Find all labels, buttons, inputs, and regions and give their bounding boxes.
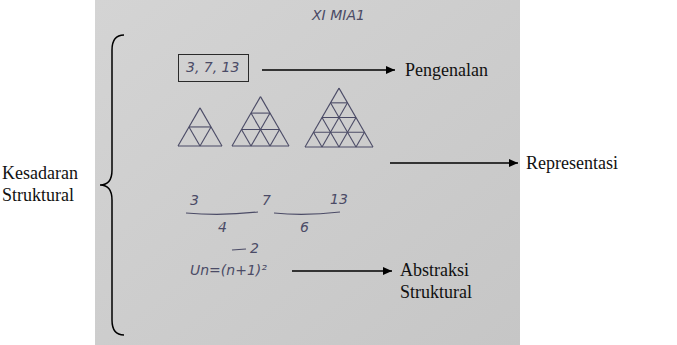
triangle-line xyxy=(261,97,290,146)
group-label: Kesadaran Struktural xyxy=(2,162,96,206)
leader-arrow xyxy=(390,162,518,164)
stage-label: Representasi xyxy=(526,152,618,174)
triangle-line xyxy=(314,132,365,133)
difference-number: 2 xyxy=(250,240,259,257)
curly-brace xyxy=(100,35,124,335)
triangle-line xyxy=(305,88,339,147)
triangle-line xyxy=(232,145,289,146)
triangle-line xyxy=(314,132,323,147)
difference-number: 6 xyxy=(300,219,309,236)
sequence-number: 7 xyxy=(262,192,271,209)
stage-label: Abstraksi Struktural xyxy=(400,259,525,303)
triangle-line xyxy=(322,118,339,147)
sequence-number: 13 xyxy=(330,191,348,208)
sequence-text: 3, 7, 13 xyxy=(186,59,239,76)
triangle-line xyxy=(189,127,200,146)
difference-line xyxy=(186,212,258,214)
triangle-line xyxy=(178,108,200,146)
triangle-line xyxy=(242,130,252,146)
triangle-patterns xyxy=(178,88,373,147)
formula: Un=(n+1)² xyxy=(190,262,267,279)
triangle-line xyxy=(189,126,211,127)
difference-lines xyxy=(186,212,340,250)
difference-line xyxy=(274,212,340,214)
stage-label: Pengenalan xyxy=(405,59,488,81)
number-box: 3, 7, 13 xyxy=(178,54,249,82)
triangle-line xyxy=(331,103,357,147)
sequence-number: 3 xyxy=(190,192,199,209)
triangle-line xyxy=(200,127,211,146)
triangle-line xyxy=(251,113,270,146)
triangle-line xyxy=(200,108,222,146)
triangle-line xyxy=(331,102,348,103)
leader-arrow xyxy=(262,69,395,71)
difference-number: 4 xyxy=(218,219,227,236)
triangle-line xyxy=(270,130,280,146)
triangle-line xyxy=(251,113,270,114)
triangle-line xyxy=(356,132,365,147)
class-heading: XI MIA1 xyxy=(312,7,365,24)
leader-arrow xyxy=(292,270,392,272)
triangle-line xyxy=(339,88,373,147)
difference-line xyxy=(232,249,246,250)
triangle-line xyxy=(251,113,270,146)
